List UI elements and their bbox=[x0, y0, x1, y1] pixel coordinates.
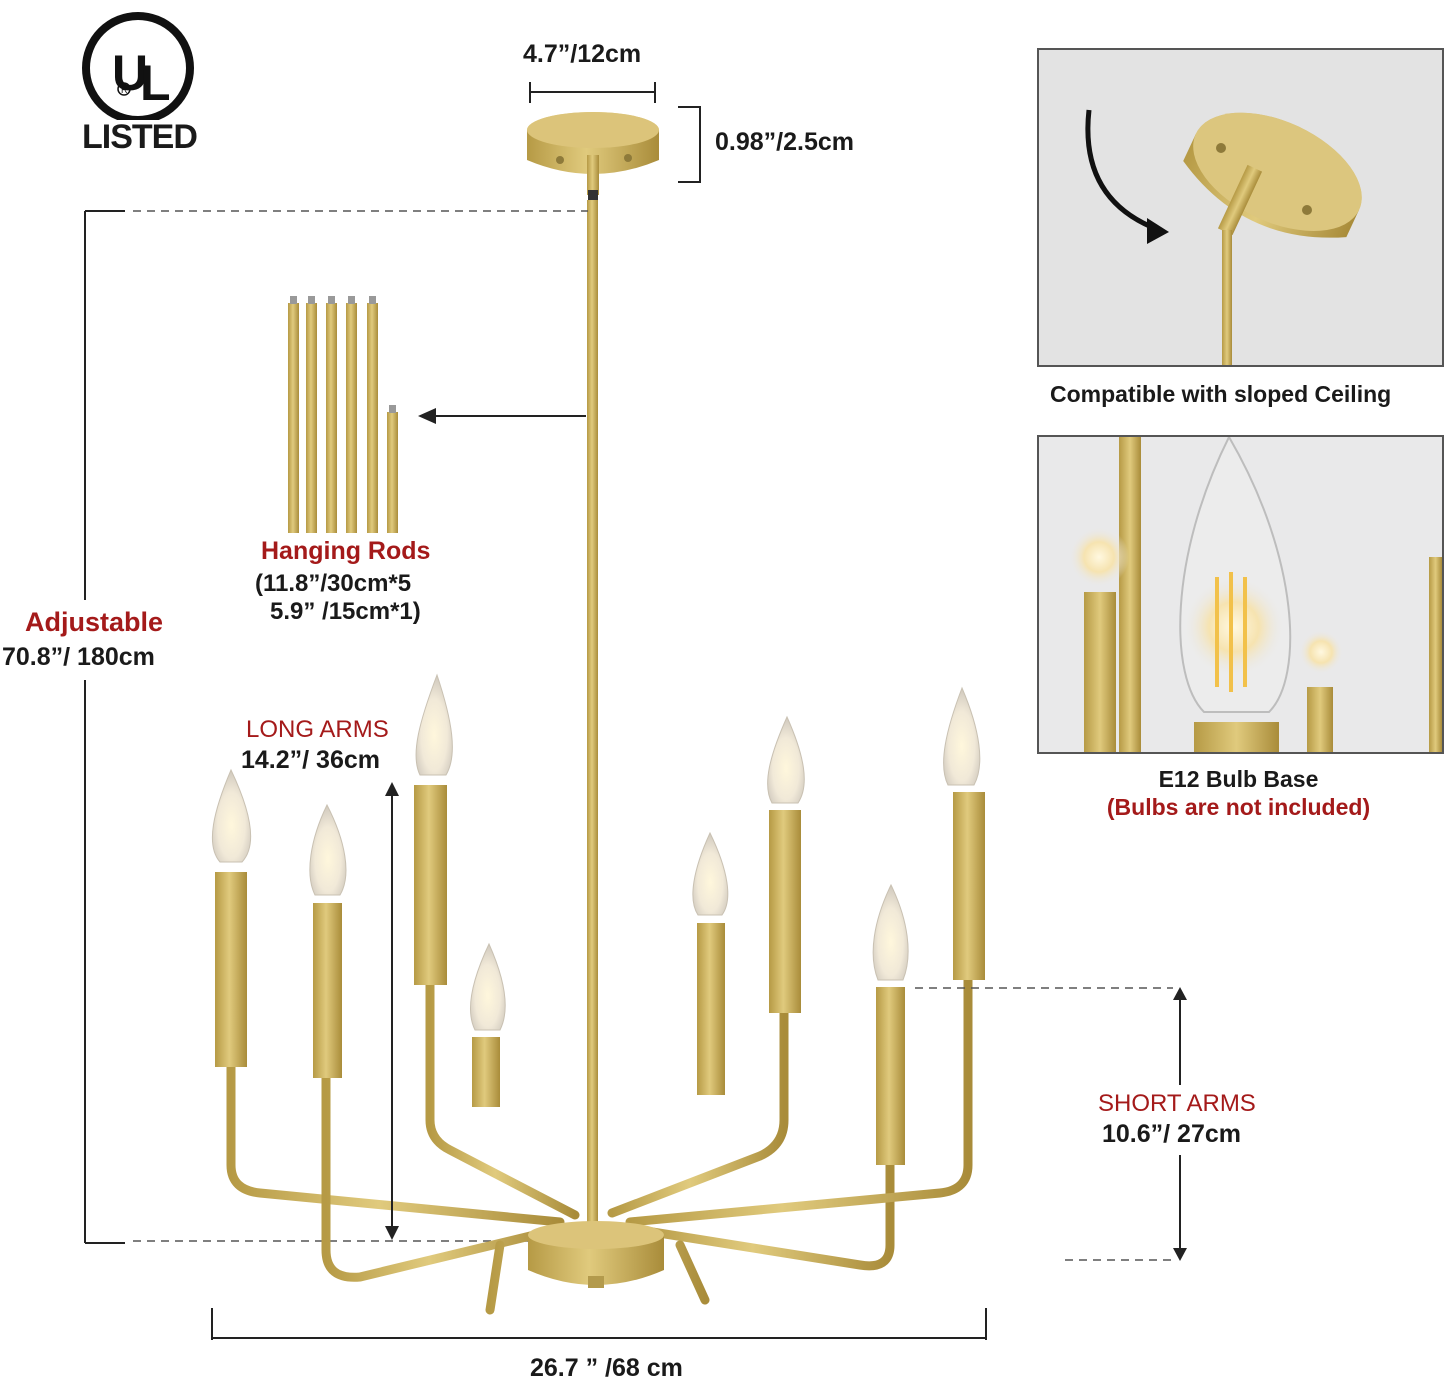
width-dimension bbox=[211, 1308, 987, 1340]
svg-text:L: L bbox=[140, 55, 171, 111]
chandelier-arms bbox=[226, 975, 973, 1315]
hanging-rods-line2: 5.9” /15cm*1) bbox=[270, 598, 421, 625]
short-arms-dimension bbox=[915, 987, 1187, 1261]
svg-text:R: R bbox=[121, 85, 128, 95]
sloped-canopy-illustration bbox=[1085, 109, 1362, 365]
listed-label: LISTED bbox=[82, 118, 198, 156]
width-label: 26.7 ” /68 cm bbox=[530, 1354, 683, 1382]
hanging-rods-title: Hanging Rods bbox=[261, 537, 431, 565]
adjustable-title: Adjustable bbox=[25, 607, 164, 637]
short-arms-title: SHORT ARMS bbox=[1098, 1090, 1256, 1117]
hanging-rods-set bbox=[288, 296, 398, 533]
long-arms-value: 14.2”/ 36cm bbox=[241, 746, 380, 774]
canopy-width-dimension bbox=[529, 82, 656, 103]
main-rod bbox=[587, 200, 598, 1230]
sloped-ceiling-panel bbox=[1037, 48, 1444, 367]
bulb-base-panel bbox=[1037, 435, 1444, 754]
sloped-ceiling-caption: Compatible with sloped Ceiling bbox=[1050, 381, 1392, 407]
long-arms-title: LONG ARMS bbox=[246, 716, 389, 743]
canopy-height-label: 0.98”/2.5cm bbox=[715, 128, 854, 156]
center-hub bbox=[528, 1221, 664, 1288]
bulb-base-caption: E12 Bulb Base bbox=[1158, 766, 1319, 792]
adjustable-dimension bbox=[84, 210, 588, 1244]
bulbs-not-included-note: (Bulbs are not included) bbox=[1106, 794, 1371, 820]
canopy-height-dimension bbox=[678, 106, 701, 183]
candle-bulbs bbox=[211, 673, 981, 1031]
short-arms-value: 10.6”/ 27cm bbox=[1102, 1120, 1241, 1148]
hanging-rods-line1: (11.8”/30cm*5 bbox=[255, 570, 412, 597]
adjustable-value: 70.8”/ 180cm bbox=[2, 643, 155, 671]
candle-sleeves bbox=[215, 785, 985, 1165]
ul-listed-badge: U L R LISTED bbox=[78, 10, 198, 160]
bulb-closeup-illustration bbox=[1069, 437, 1442, 752]
canopy-width-label: 4.7”/12cm bbox=[523, 40, 642, 68]
long-arms-dimension bbox=[385, 782, 399, 1240]
ceiling-canopy bbox=[527, 112, 659, 202]
ul-logo-icon: U L R bbox=[82, 12, 194, 120]
rods-pointer-arrow bbox=[418, 408, 586, 424]
